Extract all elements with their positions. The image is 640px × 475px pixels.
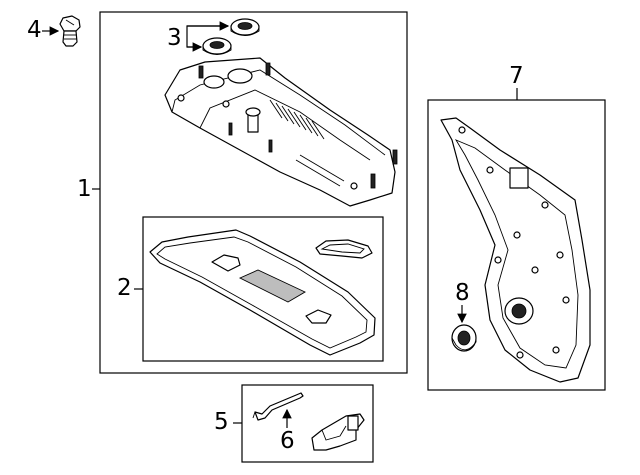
callout-6: 6 bbox=[280, 428, 295, 454]
oil-seal-icon bbox=[451, 324, 477, 352]
timing-cover-icon bbox=[440, 117, 591, 383]
seal-ring-icon bbox=[202, 18, 260, 55]
group-box-1 bbox=[99, 11, 408, 374]
callout-4: 4 bbox=[27, 17, 42, 43]
callout-5: 5 bbox=[214, 409, 229, 435]
oil-cap-icon bbox=[59, 15, 81, 47]
valve-cover-icon bbox=[164, 57, 398, 207]
callout-3: 3 bbox=[167, 25, 182, 51]
bracket-icon bbox=[252, 392, 304, 421]
clip-icon bbox=[311, 413, 365, 451]
callout-1: 1 bbox=[77, 176, 92, 202]
gasket-icon bbox=[149, 229, 376, 356]
callout-2: 2 bbox=[117, 275, 132, 301]
callout-8: 8 bbox=[455, 280, 470, 306]
callout-7: 7 bbox=[509, 63, 524, 89]
